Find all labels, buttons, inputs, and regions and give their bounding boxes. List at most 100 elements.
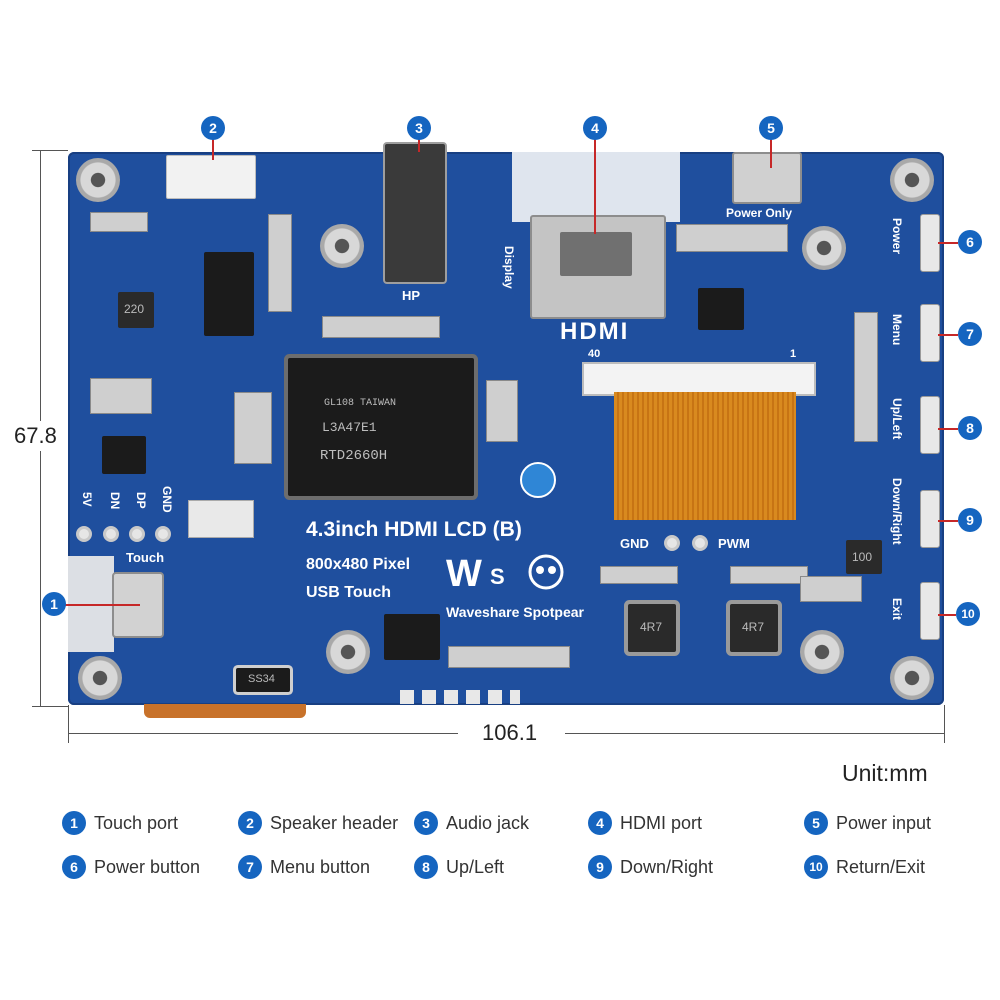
legend-marker: 9 <box>588 855 612 879</box>
component-cluster-4 <box>90 378 152 414</box>
width-dimension-line-left <box>68 733 458 734</box>
exit-button[interactable] <box>920 582 940 640</box>
waveshare-logo-graphic: W S <box>446 553 564 595</box>
legend-item-power-input: 5 Power input <box>804 810 931 836</box>
leader-line-4 <box>594 138 596 234</box>
leader-line-8 <box>938 428 958 430</box>
up-left-button[interactable] <box>920 396 940 454</box>
pin-label-5v: 5V <box>80 492 94 507</box>
leader-line-2 <box>212 138 214 160</box>
fpc-pin-40-label: 40 <box>588 348 601 360</box>
chip-ic-1 <box>204 252 254 336</box>
legend-marker: 6 <box>62 855 86 879</box>
marker-speaker-header: 2 <box>201 116 225 140</box>
legend-item-hdmi-port: 4 HDMI port <box>588 810 702 836</box>
pwm-pad <box>692 535 708 551</box>
legend-label: Power button <box>94 856 201 877</box>
legend-item-power-button: 6 Power button <box>62 854 200 880</box>
power-button[interactable] <box>920 214 940 272</box>
leader-line-1 <box>60 604 140 606</box>
marker-down-right: 9 <box>958 508 982 532</box>
main-chip-sub-label-2: GL108 TAIWAN <box>324 398 397 409</box>
legend-item-up-left: 8 Up/Left <box>414 854 504 880</box>
bottom-fpc-tail <box>144 704 306 718</box>
pin-label-dn: DN <box>108 492 122 510</box>
audio-jack <box>383 142 447 284</box>
component-cluster-5 <box>676 224 788 252</box>
chip-ic-2 <box>102 436 146 474</box>
marker-hdmi-port: 4 <box>583 116 607 140</box>
marker-return-exit: 10 <box>956 602 980 626</box>
pwm-label: PWM <box>718 536 750 551</box>
inductor-4r7-a <box>628 604 676 652</box>
mounting-hole-bottom-left <box>78 656 122 700</box>
inductor-4r7-b <box>730 604 778 652</box>
power-input-port <box>732 152 802 204</box>
legend-label: Down/Right <box>620 856 714 877</box>
inductor-4r7-a-label: 4R7 <box>640 620 663 634</box>
component-cluster-1 <box>90 212 148 232</box>
component-cluster-9 <box>448 646 570 668</box>
legend-marker: 4 <box>588 811 612 835</box>
legend-marker: 2 <box>238 811 262 835</box>
hdmi-logo: HDMI <box>560 318 630 345</box>
inductor-100 <box>846 540 882 574</box>
legend-label: Speaker header <box>270 812 399 833</box>
display-label: Display <box>502 246 516 289</box>
legend-label: Return/Exit <box>836 856 926 877</box>
bottom-test-pads <box>400 690 520 704</box>
height-dimension-tick-bottom <box>32 706 68 707</box>
speaker-header <box>166 155 256 199</box>
component-cluster-6 <box>854 312 878 442</box>
mounting-hole-inner-1 <box>320 224 364 268</box>
legend-marker: 3 <box>414 811 438 835</box>
leader-line-7 <box>938 334 958 336</box>
leader-line-10 <box>938 614 956 616</box>
menu-button[interactable] <box>920 304 940 362</box>
legend-label: Up/Left <box>446 856 505 877</box>
menu-button-label: Menu <box>890 314 904 346</box>
legend-marker: 10 <box>804 855 828 879</box>
exit-button-label: Exit <box>890 598 904 621</box>
legend-label: Power input <box>836 812 932 833</box>
marker-menu-button: 7 <box>958 322 982 346</box>
brand-label: Waveshare Spotpear <box>446 604 584 620</box>
down-right-button[interactable] <box>920 490 940 548</box>
main-chip-label: RTD2660H <box>320 448 388 464</box>
touch-flex-connector <box>188 500 254 538</box>
gnd-pad <box>664 535 680 551</box>
width-dimension-tick-left <box>68 705 69 743</box>
diode-label: SS34 <box>248 673 275 685</box>
touch-pin-gnd <box>155 526 171 542</box>
board-resolution: 800x480 Pixel <box>306 556 411 573</box>
component-cluster-11 <box>800 576 862 602</box>
power-button-label: Power <box>890 218 904 255</box>
mounting-hole-top-left <box>76 158 120 202</box>
fpc-pin-1-label: 1 <box>790 348 797 360</box>
legend-marker: 1 <box>62 811 86 835</box>
touch-header-label: Touch <box>126 550 165 565</box>
svg-text:W: W <box>446 553 482 594</box>
pin-label-dp: DP <box>134 492 148 509</box>
legend-marker: 5 <box>804 811 828 835</box>
main-controller-chip <box>288 358 474 496</box>
legend-item-speaker-header: 2 Speaker header <box>238 810 398 836</box>
width-dimension-line-right <box>565 733 945 734</box>
leader-line-6 <box>938 242 958 244</box>
touch-pin-dp <box>129 526 145 542</box>
mounting-hole-inner-4 <box>800 630 844 674</box>
component-cluster-12 <box>486 380 518 442</box>
mounting-hole-top-right <box>890 158 934 202</box>
inductor-100-label: 100 <box>852 550 873 564</box>
chip-ic-4 <box>384 614 440 660</box>
marker-audio-jack: 3 <box>407 116 431 140</box>
legend-marker: 7 <box>238 855 262 879</box>
pin-label-gnd: GND <box>160 486 174 513</box>
board-touch-label: USB Touch <box>306 584 392 601</box>
up-left-button-label: Up/Left <box>890 398 904 440</box>
legend-label: Touch port <box>94 812 179 833</box>
legend-label: Menu button <box>270 856 371 877</box>
hdmi-port-opening <box>560 232 632 276</box>
board-title: 4.3inch HDMI LCD (B) <box>306 518 522 541</box>
chip-ic-3 <box>698 288 744 330</box>
